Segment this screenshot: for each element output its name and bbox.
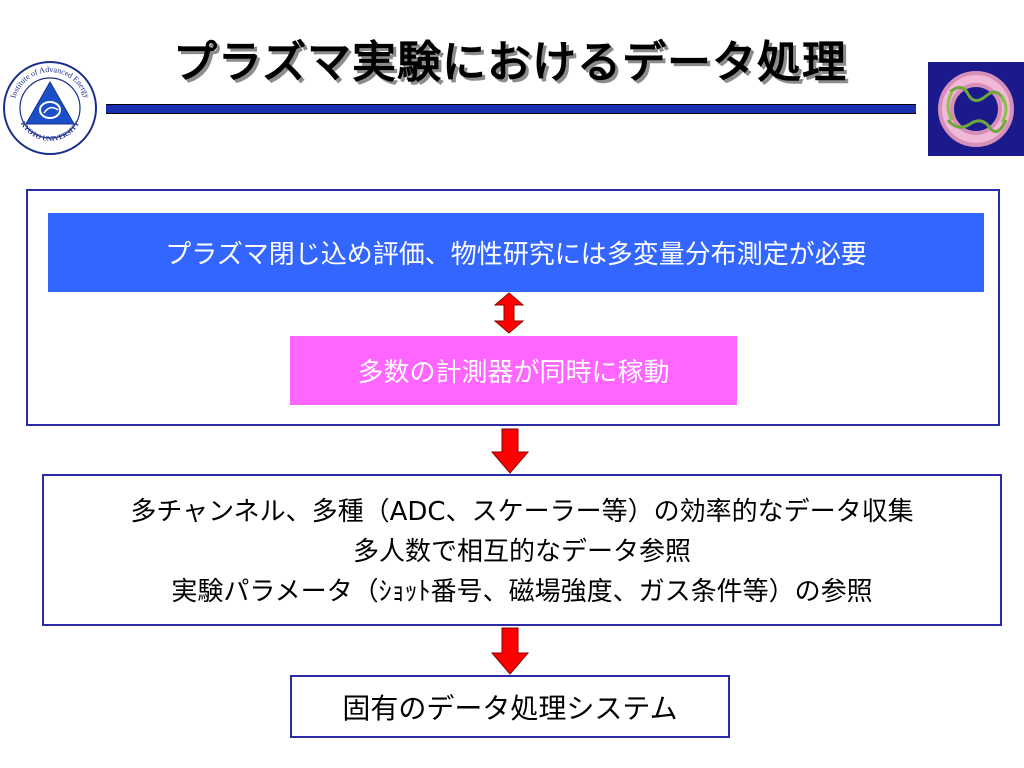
custom-data-system-box: 固有のデータ処理システム [290,675,730,738]
helical-plasma-torus-icon [938,71,1014,147]
down-arrow-icon [490,428,530,474]
double-arrow-icon [493,292,525,334]
simultaneous-instruments-box: 多数の計測器が同時に稼動 [290,336,737,405]
requirement-line-2: 多人数で相互的なデータ参照 [352,537,691,567]
page-title: プラズマ実験におけるデータ処理 [172,37,848,88]
helical-device-logo [928,62,1024,156]
requirement-line-1: 多チャンネル、多種（ADC、スケーラー等）の効率的なデータ収集 [130,497,914,527]
title-underline [106,104,916,114]
down-arrow-icon [490,627,530,675]
requirement-line-3: 実験パラメータ（ｼｮｯﾄ番号、磁場強度、ガス条件等）の参照 [171,577,873,607]
data-handling-requirements: 多チャンネル、多種（ADC、スケーラー等）の効率的なデータ収集 多人数で相互的な… [42,474,1002,626]
institute-logo: Institute of Advanced Energy KYOTO UNIVE… [0,58,100,158]
institute-seal-icon: Institute of Advanced Energy KYOTO UNIVE… [3,61,97,155]
plasma-requirement-banner: プラズマ閉じ込め評価、物性研究には多変量分布測定が必要 [48,213,984,292]
